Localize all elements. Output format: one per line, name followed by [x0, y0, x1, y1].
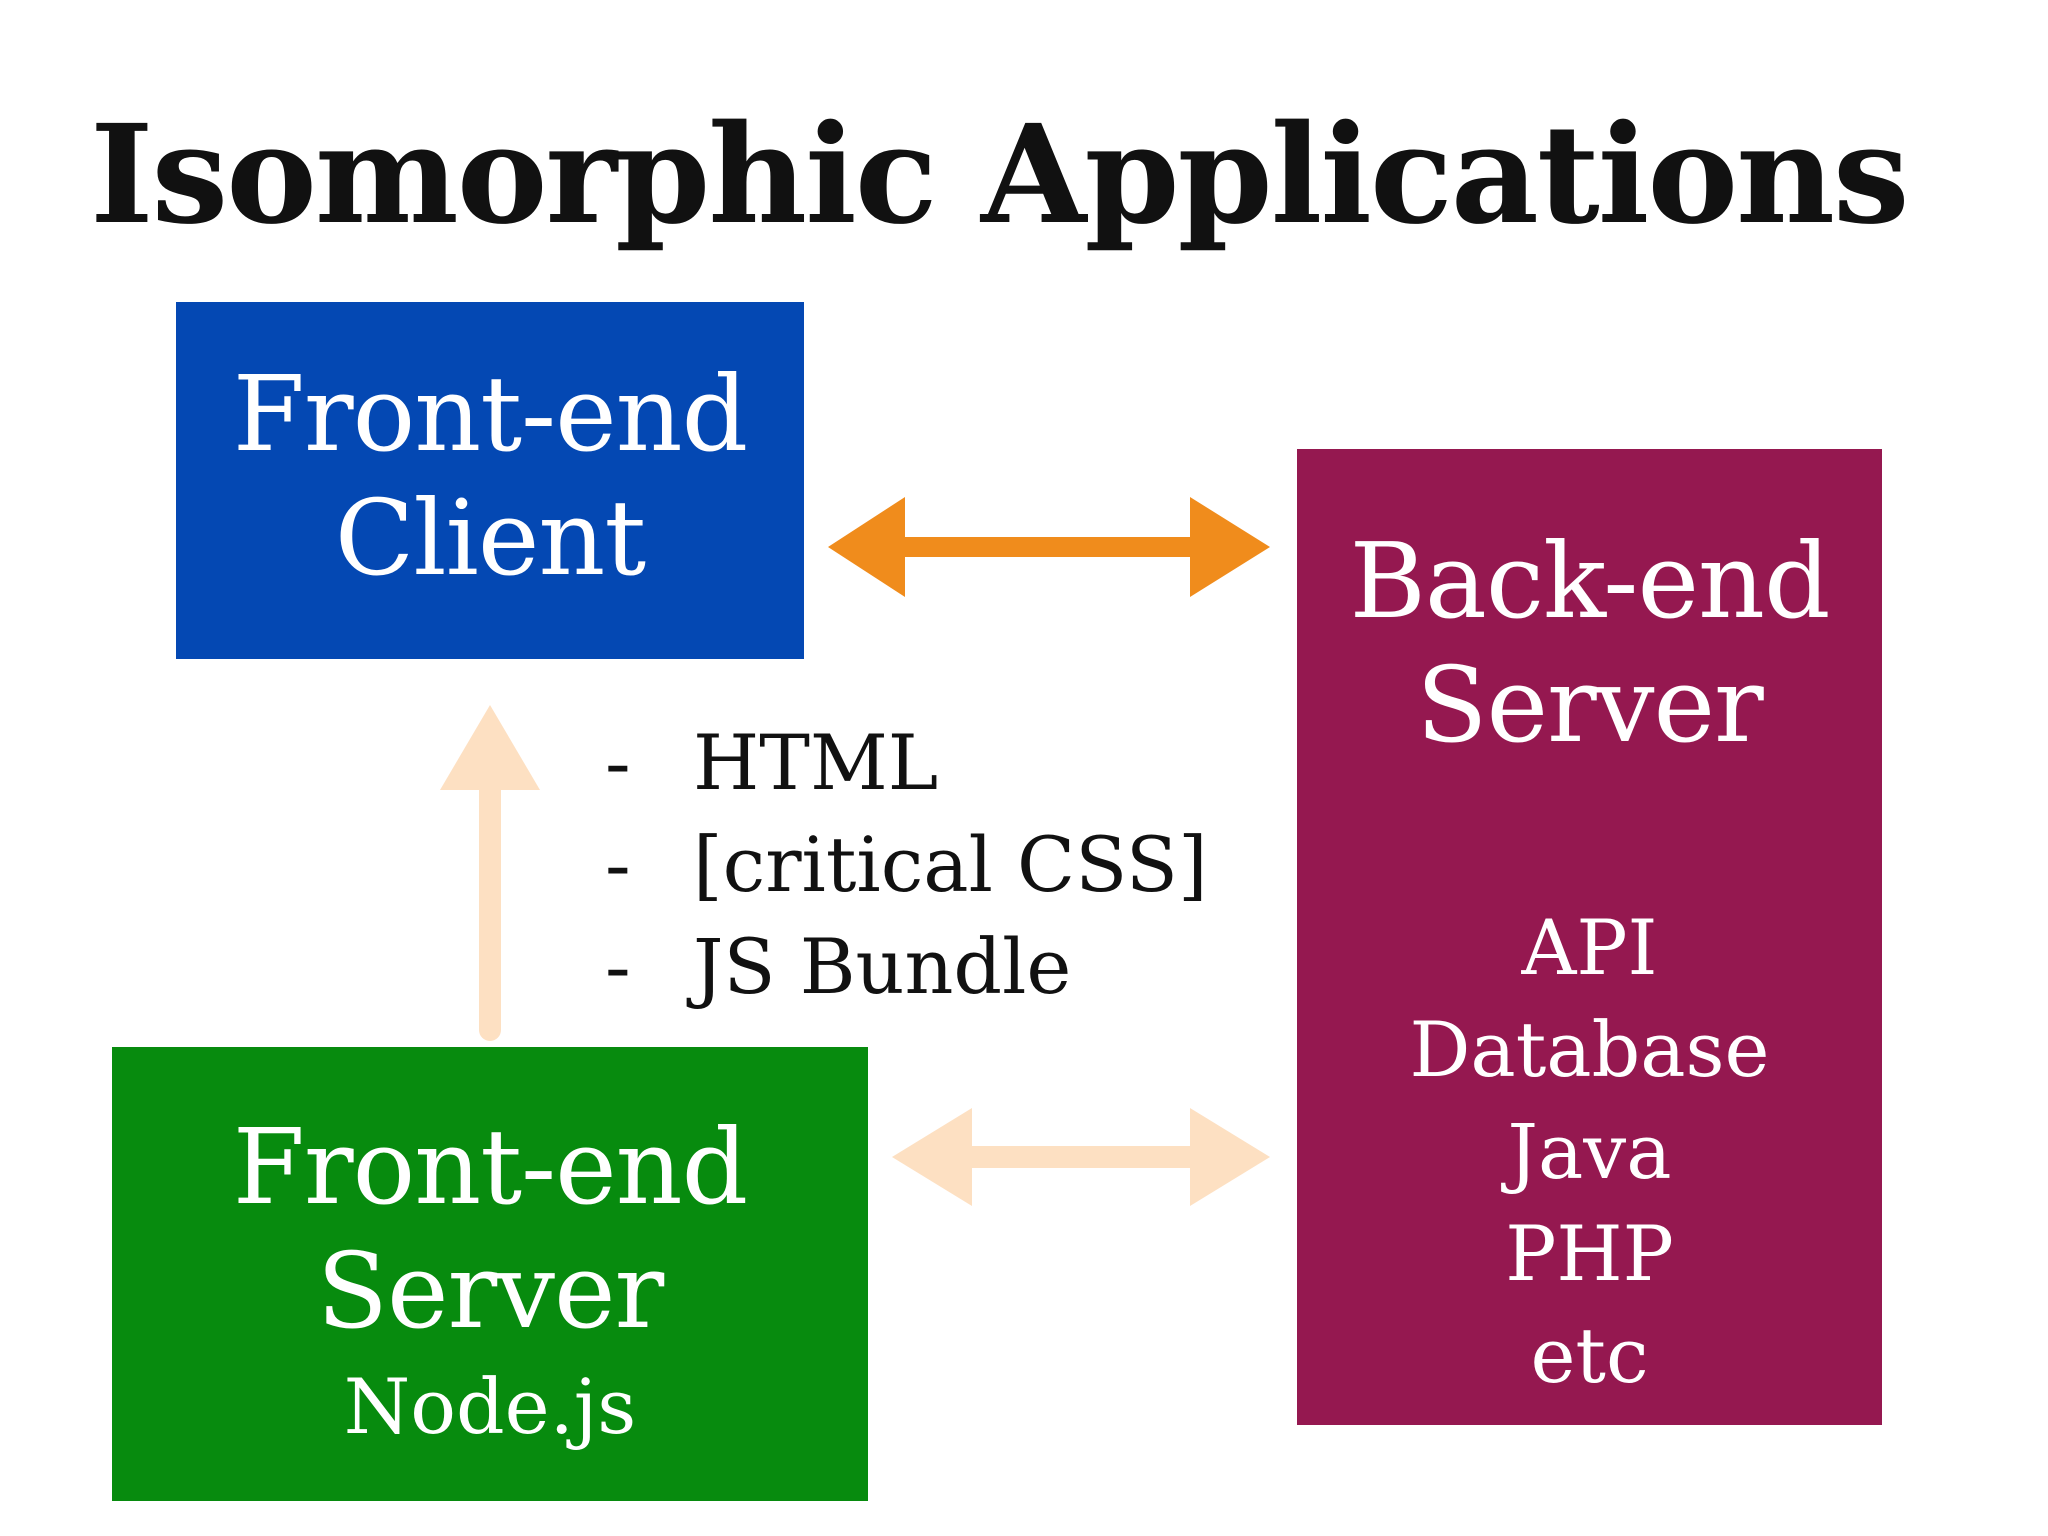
- backend-tech-item: Database: [1409, 1005, 1770, 1094]
- backend-server-label-line1: Back-end: [1349, 520, 1830, 642]
- payload-item-label: [critical CSS]: [693, 820, 1208, 909]
- payload-item: -HTML: [605, 712, 1208, 814]
- payload-item: -[critical CSS]: [605, 814, 1208, 916]
- frontend-server-box: Front-end Server Node.js: [112, 1047, 868, 1501]
- slide-title: Isomorphic Applications: [90, 95, 1910, 255]
- frontend-server-label-line1: Front-end: [232, 1106, 749, 1228]
- frontend-server-label-line2: Server: [316, 1230, 665, 1352]
- backend-tech-item: Java: [1507, 1107, 1672, 1196]
- client-backend-arrow: [828, 497, 1270, 597]
- backend-tech-item: etc: [1530, 1311, 1649, 1400]
- server-backend-arrow: [892, 1108, 1270, 1206]
- payload-list: -HTML -[critical CSS] -JS Bundle: [605, 712, 1208, 1018]
- frontend-client-box: Front-end Client: [176, 302, 804, 659]
- payload-item-label: HTML: [693, 718, 939, 807]
- payload-bullet: -: [605, 718, 631, 807]
- payload-bullet: -: [605, 922, 631, 1011]
- server-to-client-arrow: [440, 705, 540, 1041]
- backend-server-box: Back-end Server API Database Java PHP et…: [1297, 449, 1882, 1425]
- frontend-server-runtime: Node.js: [343, 1362, 637, 1451]
- payload-item-label: JS Bundle: [693, 922, 1072, 1011]
- backend-server-label-line2: Server: [1416, 644, 1764, 766]
- payload-bullet: -: [605, 820, 631, 909]
- frontend-client-label-line1: Front-end: [232, 353, 749, 475]
- backend-tech-list: API Database Java PHP etc: [1297, 897, 1882, 1407]
- backend-tech-item: PHP: [1505, 1209, 1674, 1298]
- payload-item: -JS Bundle: [605, 916, 1208, 1018]
- backend-tech-item: API: [1521, 903, 1658, 992]
- frontend-client-label-line2: Client: [334, 477, 646, 599]
